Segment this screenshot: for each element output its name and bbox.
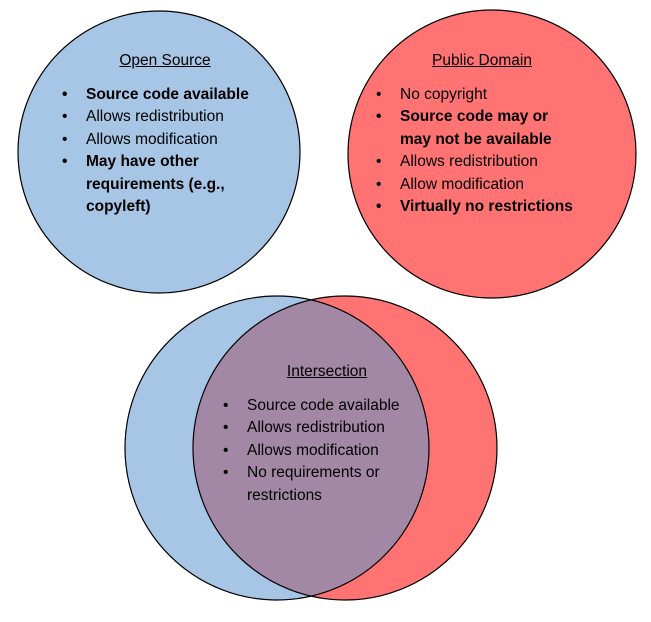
list-item: Allows redistribution — [219, 417, 439, 440]
open-source-list: Source code available Allows redistribut… — [58, 84, 298, 219]
open-source-panel: Open Source Source code available Allows… — [58, 50, 298, 219]
intersection-list: Source code available Allows redistribut… — [219, 395, 439, 508]
open-source-title: Open Source — [119, 52, 211, 69]
public-domain-title: Public Domain — [432, 52, 532, 69]
list-item: No requirements or restrictions — [219, 462, 407, 507]
list-item: Allows redistribution — [372, 151, 612, 174]
intersection-panel: Intersection Source code available Allow… — [219, 361, 439, 507]
public-domain-panel: Public Domain No copyright Source code m… — [372, 50, 612, 219]
list-item: Virtually no restrictions — [372, 196, 612, 219]
list-item: No copyright — [372, 84, 612, 107]
list-item: Allows modification — [219, 440, 439, 463]
venn-public-domain-outline — [192, 295, 498, 601]
list-item: Source code may or may not be available — [372, 106, 565, 151]
list-item: Source code available — [58, 84, 298, 107]
list-item: Allow modification — [372, 174, 612, 197]
list-item: Allows redistribution — [58, 106, 298, 129]
list-item: May have other requirements (e.g., copyl… — [58, 151, 246, 219]
public-domain-list: No copyright Source code may or may not … — [372, 84, 612, 219]
list-item: Allows modification — [58, 129, 298, 152]
list-item: Source code available — [219, 395, 439, 418]
intersection-title: Intersection — [286, 363, 368, 380]
